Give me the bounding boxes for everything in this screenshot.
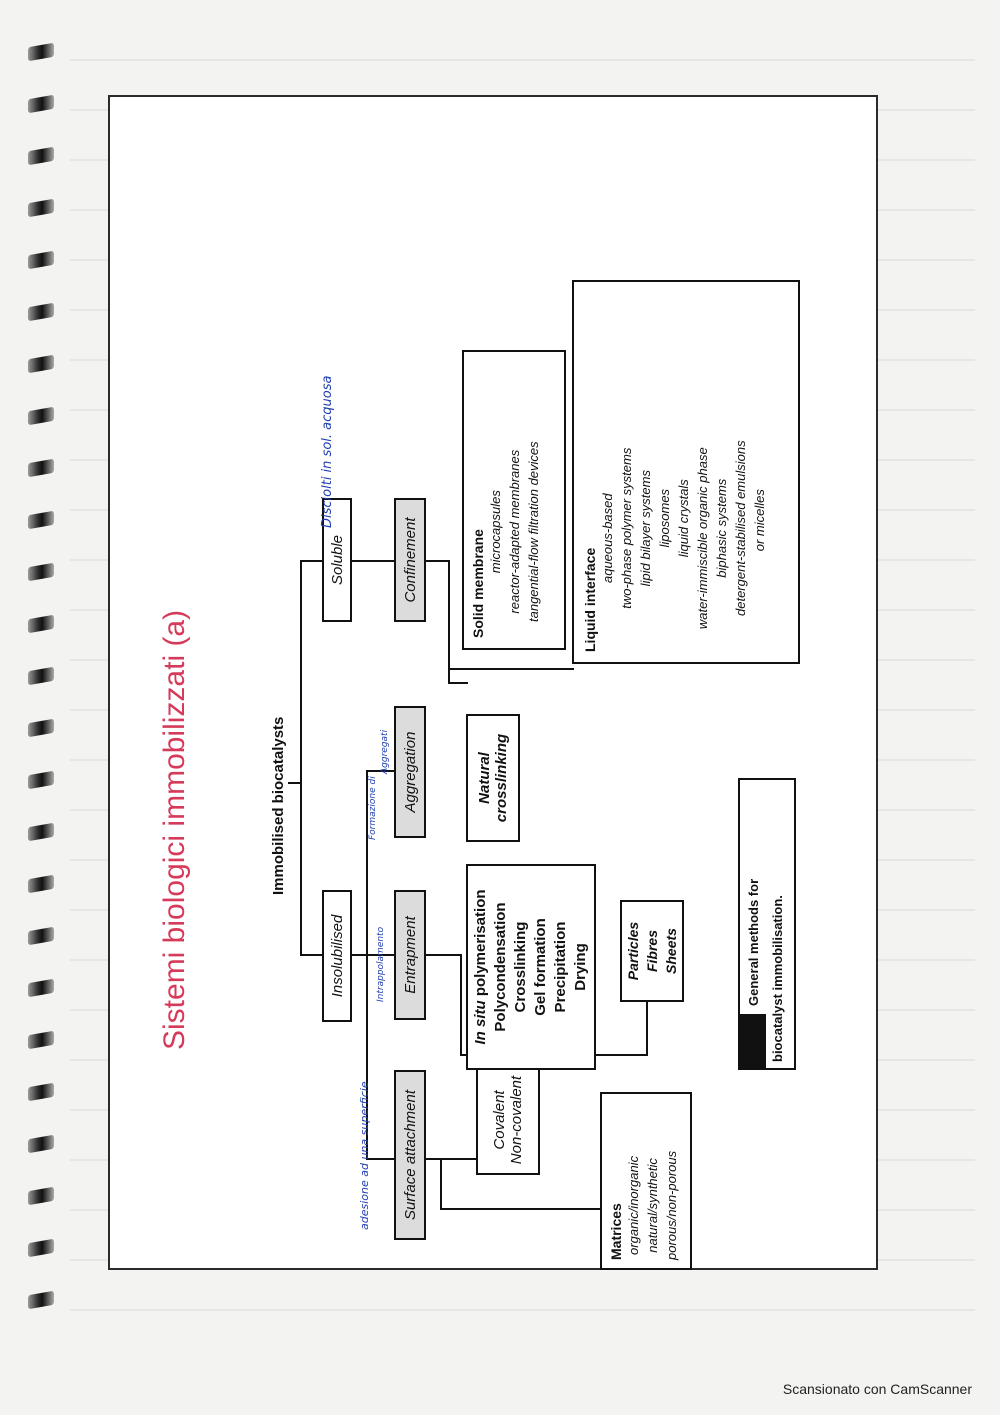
surface-attachment-box: Surface attachment — [394, 1070, 426, 1240]
list-item: Precipitation — [552, 921, 569, 1013]
diagram-card: Sistemi biologici immobilizzati (a) Immo… — [108, 95, 878, 1270]
legend-line-1: General methods for — [746, 878, 761, 1006]
solid-membrane-list: microcapsules reactor-adapted membranes … — [486, 441, 543, 638]
natural-crosslinking-box: Natural crosslinking — [466, 714, 520, 842]
list-item: Polycondensation — [492, 902, 509, 1032]
connector — [440, 1208, 620, 1210]
covalent-label: Covalent — [491, 1090, 508, 1150]
list-item: organic/inorganic — [626, 1155, 641, 1255]
connector — [300, 560, 302, 956]
list-item: two-phase polymer systems — [619, 447, 634, 609]
connector — [440, 1158, 442, 1210]
list-item: detergent-stabilised emulsions — [733, 440, 748, 616]
connector — [300, 954, 324, 956]
legend: General methods for biocatalyst immobili… — [738, 778, 796, 1070]
handwritten-note: Intrappolamento — [376, 926, 386, 1002]
covalent-box: Covalent Non-covalent — [476, 1065, 540, 1175]
connector — [426, 560, 450, 562]
aggregation-box: Aggregation — [394, 706, 426, 838]
list-item: aqueous-based — [600, 493, 615, 584]
connector — [460, 954, 462, 1056]
list-item: natural/synthetic — [645, 1158, 660, 1253]
matrices-title: Matrices — [608, 1203, 624, 1260]
root-label: Immobilised biocatalysts — [270, 716, 287, 895]
list-item: Fibres — [643, 930, 660, 973]
non-covalent-label: Non-covalent — [508, 1075, 525, 1165]
connector — [448, 668, 572, 670]
footer-watermark: Scansionato con CamScanner — [782, 1381, 972, 1397]
list-item: reactor-adapted membranes — [507, 449, 522, 614]
rotated-slide: Sistemi biologici immobilizzati (a) Immo… — [110, 97, 878, 1270]
list-item: biphasic systems — [714, 478, 729, 578]
forms-box: Particles Fibres Sheets — [620, 900, 684, 1002]
natural-label: Natural — [476, 752, 493, 804]
insolubilised-box: Insolubilised — [322, 890, 352, 1022]
crosslinking-label: crosslinking — [493, 733, 510, 823]
connector — [646, 996, 648, 1056]
handwritten-note: Disciolti in sol. acquosa — [320, 375, 335, 528]
liquid-interface-box: Liquid interface aqueous-based two-phase… — [572, 280, 800, 664]
list-item: Sheets — [662, 928, 679, 974]
page-title: Sistemi biologici immobilizzati (a) — [158, 609, 191, 1050]
connector — [448, 560, 450, 684]
entrapment-method-1: In situ polymerisation — [472, 889, 489, 1045]
legend-swatch — [740, 1014, 766, 1068]
list-item: Crosslinking — [512, 921, 529, 1013]
liquid-interface-list: aqueous-based two-phase polymer systems … — [598, 440, 769, 652]
handwritten-note: adesione ad una superficie — [358, 1081, 371, 1230]
list-item: Drying — [572, 943, 589, 991]
connector — [572, 668, 574, 670]
solid-membrane-box: Solid membrane microcapsules reactor-ada… — [462, 350, 566, 650]
connector — [300, 560, 324, 562]
confinement-box: Confinement — [394, 498, 426, 622]
list-item: tangential-flow filtration devices — [526, 441, 541, 622]
list-item: or micelles — [752, 489, 767, 552]
list-item: water-immiscible organic phase — [695, 447, 710, 630]
connector — [448, 682, 468, 684]
liquid-interface-title: Liquid interface — [582, 547, 598, 652]
list-item: microcapsules — [488, 490, 503, 574]
entrapment-box: Entrapment — [394, 890, 426, 1020]
connector — [426, 954, 462, 956]
legend-line-2: biocatalyst immobilisation. — [770, 895, 785, 1062]
entrapment-methods-box: In situ polymerisation Polycondensation … — [466, 864, 596, 1070]
matrices-box: Matrices organic/inorganic natural/synth… — [600, 1092, 692, 1270]
connector — [448, 668, 450, 684]
connector — [352, 954, 366, 956]
list-item: liquid crystals — [676, 479, 691, 558]
connector — [352, 560, 396, 562]
handwritten-note: Formazione di — [368, 776, 378, 840]
list-item: porous/non-porous — [664, 1150, 679, 1260]
list-item: liposomes — [657, 488, 672, 548]
list-item: Particles — [624, 921, 641, 981]
list-item: Gel formation — [532, 918, 549, 1016]
list-item: lipid bilayer systems — [638, 470, 653, 587]
solid-membrane-title: Solid membrane — [470, 529, 486, 638]
handwritten-note: Aggregati — [380, 729, 390, 774]
matrices-list: organic/inorganic natural/synthetic poro… — [624, 1151, 681, 1260]
connector — [438, 1158, 476, 1160]
